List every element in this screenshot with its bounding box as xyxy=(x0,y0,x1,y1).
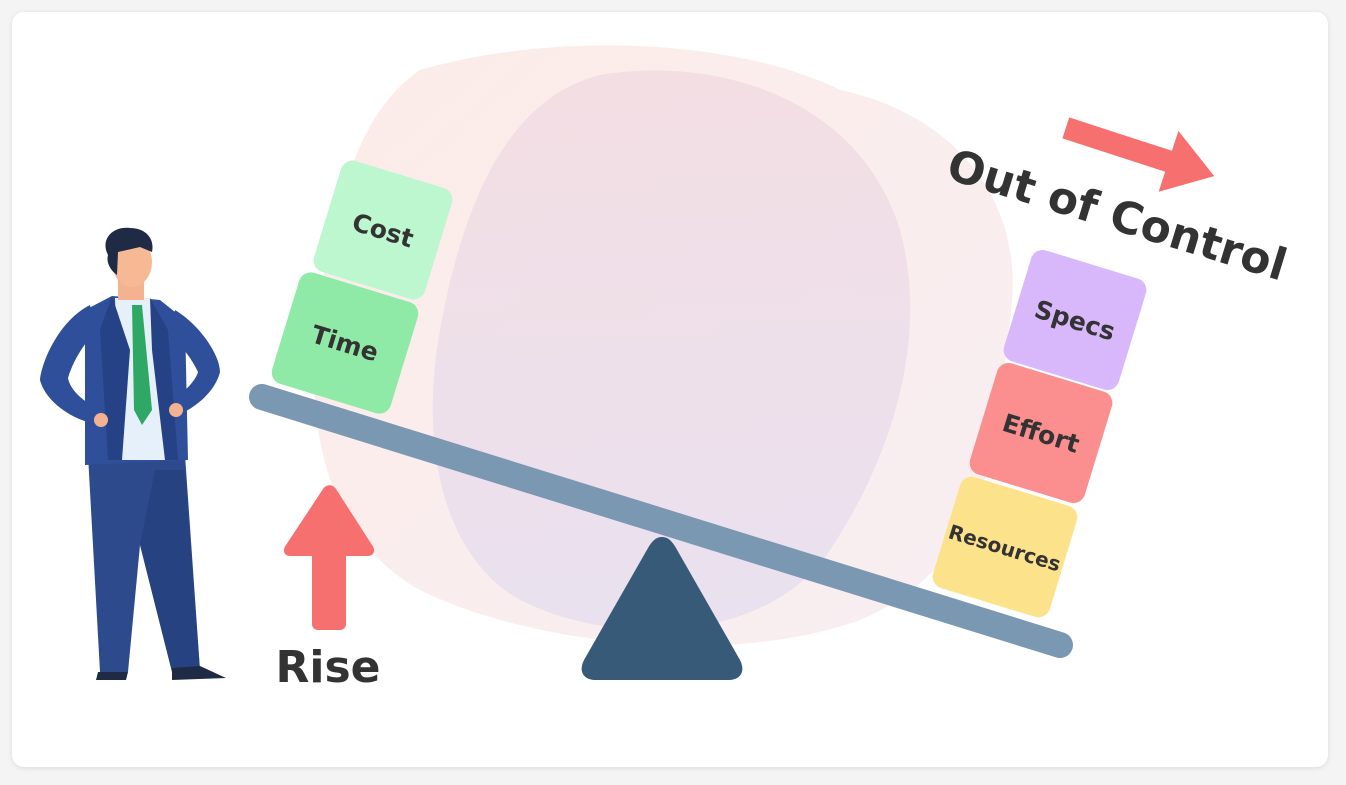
seesaw-beam xyxy=(249,384,1073,658)
rise-arrow-icon xyxy=(283,485,375,630)
box-effort: Effort xyxy=(969,362,1113,504)
illustration-card: Time Cost Resources Effort Specs Rise Ou… xyxy=(12,12,1328,767)
rise-label: Rise xyxy=(276,642,381,693)
businessman-icon xyxy=(40,227,226,680)
box-specs: Specs xyxy=(1003,249,1147,391)
out-of-control-arrow-icon xyxy=(1062,117,1215,192)
box-time: Time xyxy=(271,272,419,414)
seesaw-illustration: Time Cost Resources Effort Specs Rise Ou… xyxy=(40,45,1292,693)
box-cost: Cost xyxy=(313,160,453,300)
box-resources: Resources xyxy=(932,476,1078,618)
fulcrum xyxy=(581,537,743,680)
